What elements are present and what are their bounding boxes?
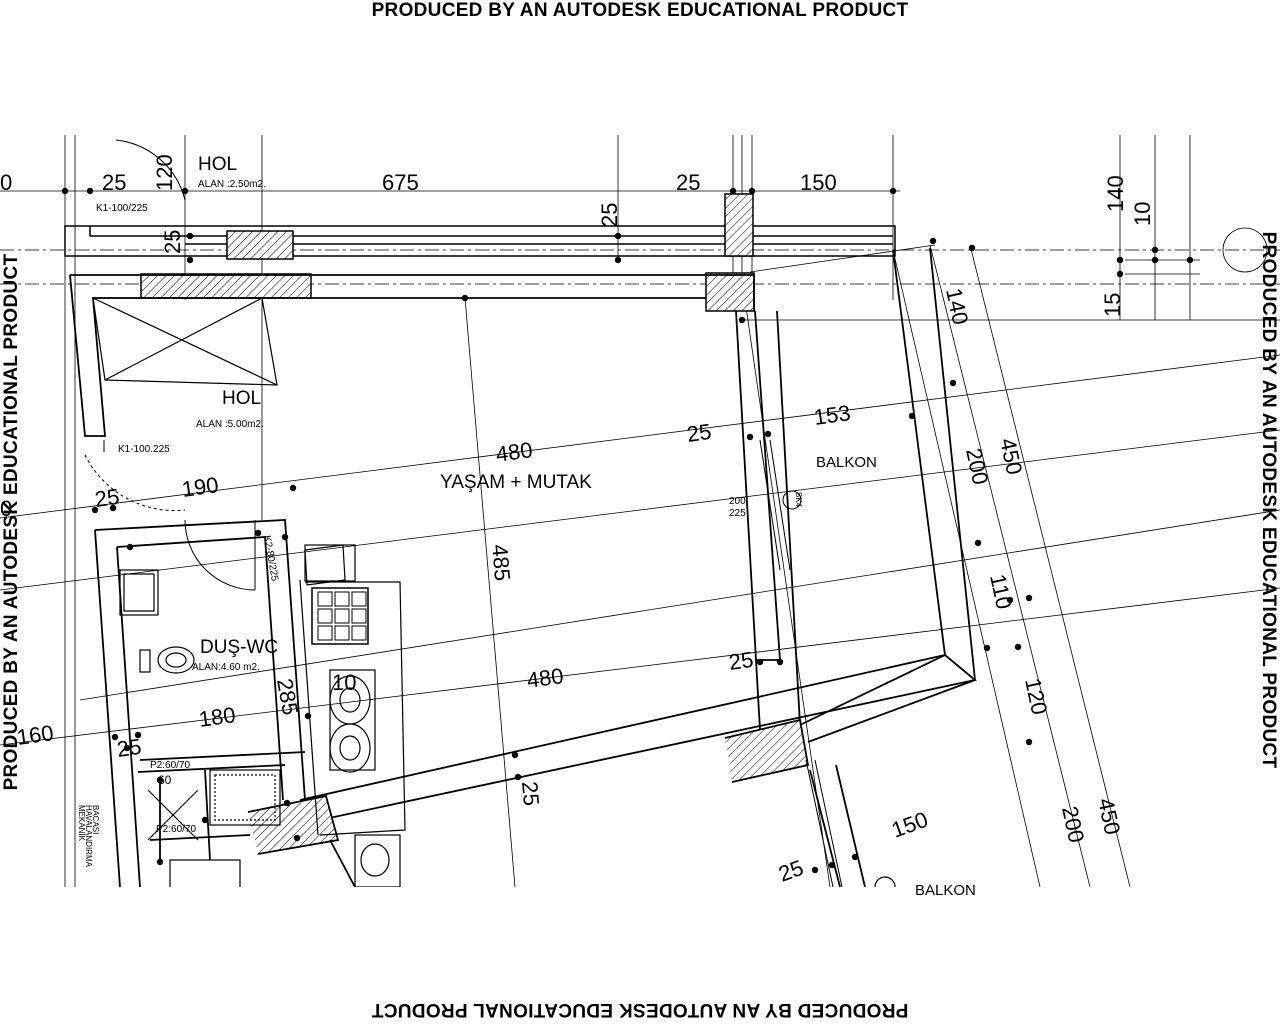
sk4-tag-circle — [782, 490, 802, 510]
room-yasam-name: YAŞAM + MUTAK — [440, 472, 592, 493]
room-hol-area: ALAN :5.00m2. — [196, 419, 264, 430]
dim-25-wc: 25 — [115, 734, 143, 762]
room-hol-name: HOL — [222, 388, 261, 409]
dim-25-left: 25 — [93, 484, 121, 512]
room-balkon-name: BALKON — [816, 454, 877, 471]
tag-sk4-w: 200 — [729, 496, 746, 507]
room-labels: HOL ALAN :2.50m2. HOL ALAN :5.00m2. YAŞA… — [192, 154, 976, 899]
dim-bal-200: 200 — [961, 446, 993, 487]
dim-top-25v: 25 — [597, 203, 622, 227]
dim-bal-450: 450 — [995, 436, 1027, 477]
dim-10: 10 — [332, 670, 356, 695]
tag-sk4-h: 225 — [729, 508, 746, 519]
room-hol-top-area: ALAN :2.50m2. — [198, 179, 266, 190]
dimension-points — [61, 187, 1194, 874]
balcony-window — [759, 439, 843, 887]
dim-450-lower: 450 — [1093, 796, 1125, 837]
dim-485: 485 — [487, 543, 515, 582]
dim-480-top: 480 — [494, 437, 534, 467]
bathroom-fixtures — [119, 569, 896, 887]
dim-top-25a: 25 — [102, 170, 126, 195]
shaft-note-3: MEKANİK — [77, 805, 86, 842]
corridor-walls — [64, 225, 896, 257]
tag-k1-hol: K1-100.225 — [118, 444, 170, 455]
room-hol-top-name: HOL — [198, 154, 237, 175]
dim-bal-153: 153 — [812, 400, 852, 430]
dim-top-0: 0 — [0, 170, 12, 195]
dim-top-150: 150 — [800, 170, 837, 195]
dim-200-lower: 200 — [1057, 804, 1089, 845]
tag-k1-top: K1-100/225 — [96, 203, 148, 214]
shaft-note-1: BACASI — [91, 805, 100, 834]
dim-180: 180 — [197, 702, 237, 732]
dim-25-lower-b: 25 — [775, 855, 807, 887]
dim-top-675: 675 — [382, 170, 419, 195]
dim-top-25b: 25 — [676, 170, 700, 195]
watermark-top: PRODUCED BY AN AUTODESK EDUCATIONAL PROD… — [371, 0, 909, 21]
dim-190: 190 — [180, 472, 220, 502]
kitchen-counter — [299, 544, 406, 836]
dim-right-10: 10 — [1130, 202, 1155, 226]
tag-p2-60: 60 — [158, 773, 172, 787]
dim-150-lower: 150 — [888, 807, 931, 843]
shaft-note-2: HAVALANDIRMA — [84, 805, 93, 868]
dim-25-bot: 25 — [727, 647, 755, 675]
room-dus-wc-name: DUŞ-WC — [200, 637, 278, 658]
cooktop-grid — [317, 591, 367, 641]
dim-bal-110: 110 — [985, 572, 1017, 612]
dim-25v-left: 25 — [160, 230, 185, 254]
dim-bal-140: 140 — [941, 286, 973, 327]
dim-bal-120: 120 — [1020, 676, 1052, 717]
dim-right-140: 140 — [1103, 175, 1128, 212]
wall-hatch-blocks — [140, 193, 755, 312]
tag-p2-b: P2:60/70 — [156, 824, 196, 835]
room-dus-wc-area: ALAN:4.60 m2. — [192, 662, 260, 673]
dim-480-bot: 480 — [525, 663, 565, 693]
dim-0-left: 0 — [0, 496, 12, 521]
tag-sk4: SK4 — [794, 492, 803, 508]
dimension-labels: 0 25 120 25 675 25 25 150 140 10 15 140 … — [0, 154, 1155, 886]
hol-closet — [92, 297, 278, 386]
grid-lines — [0, 135, 1280, 887]
tag-p2-a: P2:60/70 — [150, 760, 190, 771]
dim-top-120: 120 — [152, 154, 177, 191]
room-balkon-lower-name: BALKON — [915, 882, 976, 899]
dim-right-15: 15 — [1100, 293, 1125, 317]
dim-25-lower: 25 — [517, 780, 544, 807]
dim-160: 160 — [15, 720, 55, 750]
dim-25-mid: 25 — [685, 419, 713, 447]
tag-k2: K2-80/225 — [261, 535, 280, 583]
doors — [84, 139, 256, 591]
